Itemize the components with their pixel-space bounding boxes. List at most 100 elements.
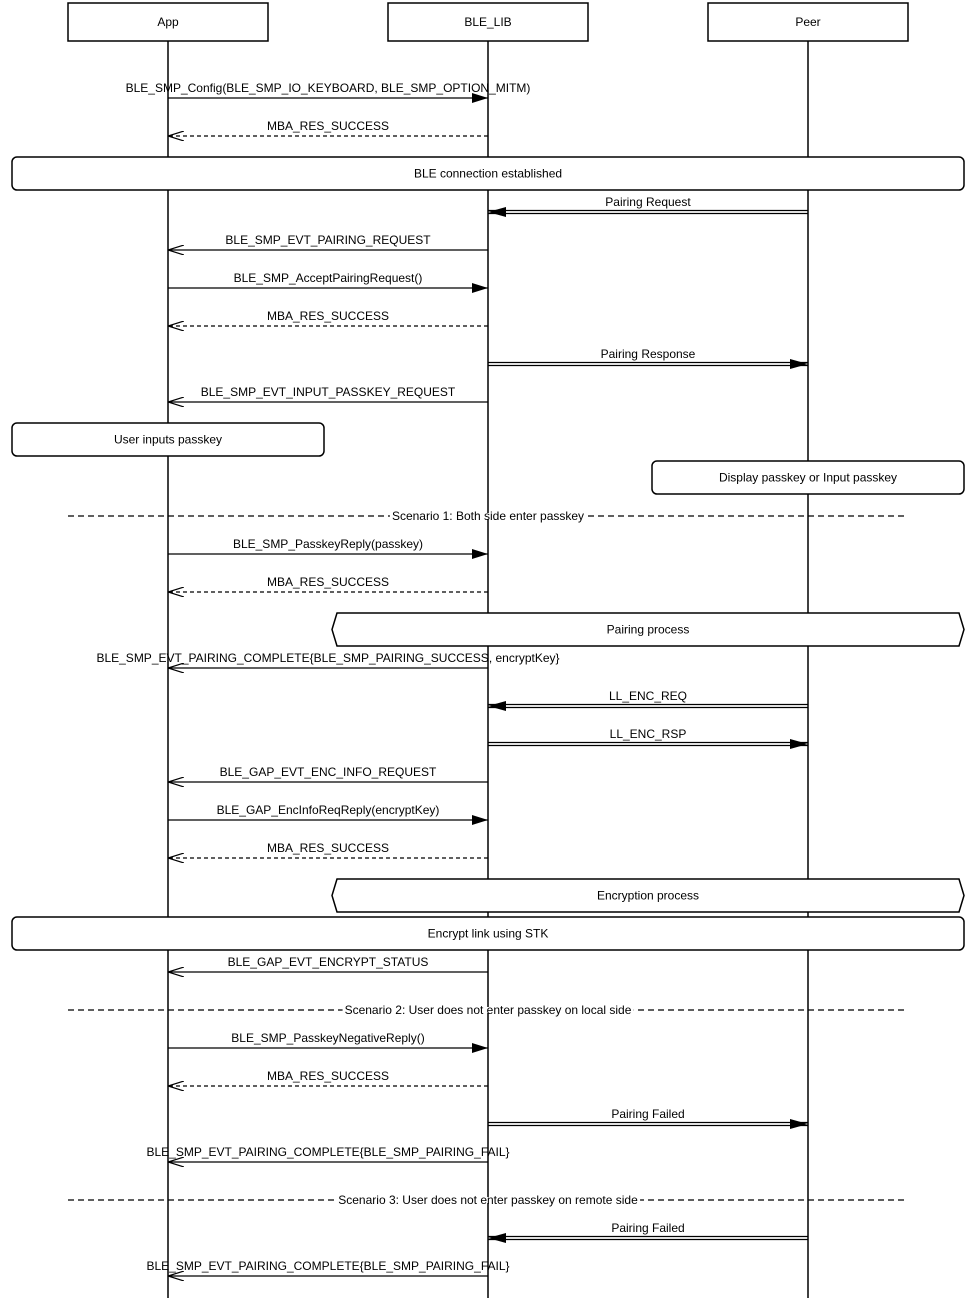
note-rounded: BLE connection established [11, 156, 965, 191]
message-event: BLE_SMP_EVT_PAIRING_REQUEST [168, 233, 488, 250]
message-return: MBA_RES_SUCCESS [168, 309, 488, 326]
participant-label: Peer [795, 15, 820, 29]
arrowhead [790, 359, 808, 369]
message-label: BLE_GAP_EncInfoReqReply(encryptKey) [217, 803, 440, 817]
arrowhead [790, 739, 808, 749]
scenario-label-bg [342, 1007, 634, 1013]
message-label: BLE_SMP_PasskeyReply(passkey) [233, 537, 423, 551]
arrowhead [488, 701, 506, 711]
scenario-label: Scenario 1: Both side enter passkey [392, 509, 584, 523]
message-event: BLE_SMP_EVT_PAIRING_COMPLETE{BLE_SMP_PAI… [146, 1145, 510, 1162]
scenario-separators: Scenario 1: Both side enter passkeyScena… [68, 509, 908, 1207]
message-label-bg [610, 1107, 686, 1121]
message-return: MBA_RES_SUCCESS [168, 575, 488, 592]
message-label: LL_ENC_REQ [609, 689, 687, 703]
message-call: BLE_SMP_Config(BLE_SMP_IO_KEYBOARD, BLE_… [126, 81, 531, 103]
message-call: BLE_SMP_AcceptPairingRequest() [168, 271, 488, 293]
message-label: BLE_SMP_EVT_PAIRING_COMPLETE{BLE_SMP_PAI… [96, 651, 559, 665]
message-label-bg [607, 689, 689, 703]
message-label: MBA_RES_SUCCESS [267, 1069, 389, 1083]
scenario-label-bg [336, 1197, 641, 1203]
message-label: BLE_GAP_EVT_ENCRYPT_STATUS [228, 955, 429, 969]
message-label: BLE_GAP_EVT_ENC_INFO_REQUEST [220, 765, 437, 779]
message-label: Pairing Request [605, 195, 691, 209]
note-box [651, 460, 965, 495]
message-label: MBA_RES_SUCCESS [267, 119, 389, 133]
message-label: MBA_RES_SUCCESS [267, 841, 389, 855]
message-label: BLE_SMP_AcceptPairingRequest() [234, 271, 423, 285]
participant-peer: Peer [707, 2, 909, 42]
note-label: Encryption process [597, 889, 699, 903]
message-label: MBA_RES_SUCCESS [267, 575, 389, 589]
message-label: BLE_SMP_EVT_PAIRING_REQUEST [225, 233, 431, 247]
message-label: Pairing Response [601, 347, 696, 361]
messages: BLE_SMP_Config(BLE_SMP_IO_KEYBOARD, BLE_… [96, 81, 808, 1276]
note-rounded: Display passkey or Input passkey [651, 460, 965, 495]
participant-label: BLE_LIB [464, 15, 511, 29]
participant-headers: App BLE_LIB Peer [67, 2, 909, 42]
scenario-separator: Scenario 3: User does not enter passkey … [68, 1193, 908, 1207]
message-air: Pairing Response [488, 347, 808, 369]
message-return: MBA_RES_SUCCESS [168, 1069, 488, 1086]
message-event: BLE_SMP_EVT_PAIRING_COMPLETE{BLE_SMP_PAI… [96, 651, 560, 668]
message-return: MBA_RES_SUCCESS [168, 119, 488, 136]
message-label-bg [604, 195, 693, 209]
message-event: BLE_GAP_EVT_ENCRYPT_STATUS [168, 955, 488, 972]
message-label: Pairing Failed [611, 1221, 684, 1235]
message-label: Pairing Failed [611, 1107, 684, 1121]
note-rounded: Encrypt link using STK [11, 916, 965, 951]
arrowhead [488, 1233, 506, 1243]
message-call: BLE_GAP_EncInfoReqReply(encryptKey) [168, 803, 488, 825]
note-box [331, 878, 965, 913]
message-event: BLE_SMP_EVT_PAIRING_COMPLETE{BLE_SMP_PAI… [146, 1259, 510, 1276]
note-box [331, 612, 965, 647]
arrowhead [488, 207, 506, 217]
message-label: BLE_SMP_EVT_INPUT_PASSKEY_REQUEST [201, 385, 456, 399]
lifelines [167, 41, 809, 1298]
note-hexagon: Pairing process [331, 612, 965, 647]
message-label: LL_ENC_RSP [610, 727, 687, 741]
message-air: Pairing Failed [488, 1221, 808, 1243]
message-label: MBA_RES_SUCCESS [267, 309, 389, 323]
participant-lib: BLE_LIB [387, 2, 589, 42]
message-label: BLE_SMP_PasskeyNegativeReply() [231, 1031, 424, 1045]
message-air: Pairing Failed [488, 1107, 808, 1129]
participant-app: App [67, 2, 269, 42]
participant-box [707, 2, 909, 42]
note-label: User inputs passkey [114, 433, 222, 447]
scenario-separator: Scenario 2: User does not enter passkey … [68, 1003, 908, 1017]
note-box [11, 916, 965, 951]
note-box [11, 422, 325, 457]
note-label: Pairing process [607, 623, 690, 637]
participant-label: App [157, 15, 179, 29]
note-hexagon: Encryption process [331, 878, 965, 913]
scenario-label: Scenario 3: User does not enter passkey … [338, 1193, 638, 1207]
note-label: BLE connection established [414, 167, 562, 181]
message-label: BLE_SMP_EVT_PAIRING_COMPLETE{BLE_SMP_PAI… [146, 1259, 509, 1273]
message-air: Pairing Request [488, 195, 808, 217]
message-air: LL_ENC_REQ [488, 689, 808, 711]
message-label: BLE_SMP_EVT_PAIRING_COMPLETE{BLE_SMP_PAI… [146, 1145, 509, 1159]
note-label: Display passkey or Input passkey [719, 471, 897, 485]
message-return: MBA_RES_SUCCESS [168, 841, 488, 858]
message-label-bg [599, 347, 697, 361]
message-event: BLE_GAP_EVT_ENC_INFO_REQUEST [168, 765, 488, 782]
scenario-separator: Scenario 1: Both side enter passkey [68, 509, 908, 523]
participant-box [387, 2, 589, 42]
participant-box [67, 2, 269, 42]
arrowhead [790, 1119, 808, 1129]
scenario-label-bg [389, 513, 587, 519]
message-air: LL_ENC_RSP [488, 727, 808, 749]
message-call: BLE_SMP_PasskeyReply(passkey) [168, 537, 488, 559]
message-label-bg [608, 727, 688, 741]
message-label-bg [610, 1221, 686, 1235]
note-box [11, 156, 965, 191]
message-event: BLE_SMP_EVT_INPUT_PASSKEY_REQUEST [168, 385, 488, 402]
note-rounded: User inputs passkey [11, 422, 325, 457]
scenario-label: Scenario 2: User does not enter passkey … [345, 1003, 632, 1017]
message-call: BLE_SMP_PasskeyNegativeReply() [168, 1031, 488, 1053]
note-label: Encrypt link using STK [428, 927, 549, 941]
message-label: BLE_SMP_Config(BLE_SMP_IO_KEYBOARD, BLE_… [126, 81, 531, 95]
